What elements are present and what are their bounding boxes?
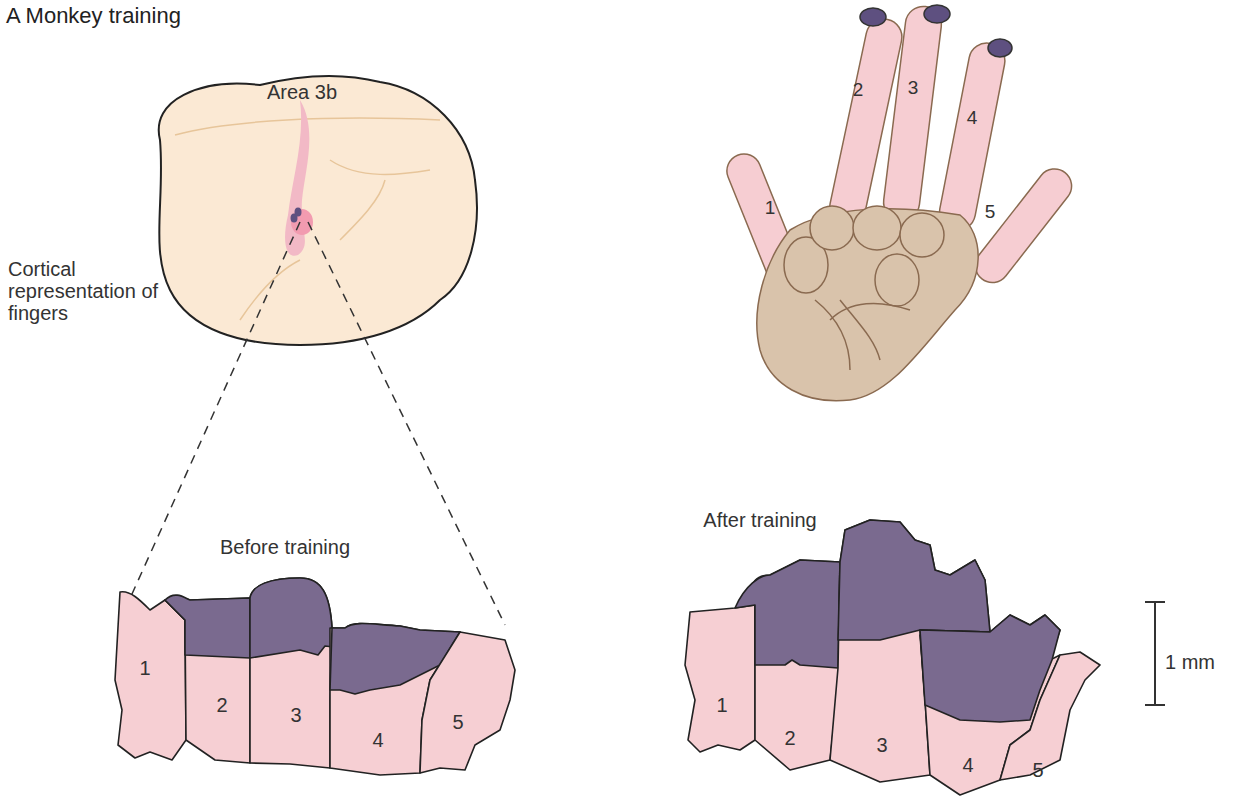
scale-bar xyxy=(1145,602,1165,705)
finger-number: 4 xyxy=(372,729,383,751)
finger-number: 5 xyxy=(452,711,463,733)
brain-outline xyxy=(159,76,477,345)
finger-map-before xyxy=(115,578,515,775)
map-heading: Before training xyxy=(220,536,350,558)
finger-number: 3 xyxy=(908,78,919,99)
hand xyxy=(722,4,1079,400)
finger-number: 2 xyxy=(853,80,864,101)
panel-title: A Monkey training xyxy=(6,4,181,28)
finger-number: 4 xyxy=(962,754,973,776)
finger-number: 3 xyxy=(290,704,301,726)
region-label: Cortical representation of fingers xyxy=(8,258,178,324)
map-heading: After training xyxy=(703,509,816,531)
finger-number: 5 xyxy=(985,202,996,223)
finger-number: 5 xyxy=(1032,759,1043,781)
finger-number: 1 xyxy=(765,198,776,219)
finger-number: 3 xyxy=(876,734,887,756)
zoom-line xyxy=(308,222,505,625)
finger-number: 4 xyxy=(967,108,978,129)
finger-number: 2 xyxy=(216,694,227,716)
finger-number: 1 xyxy=(139,657,150,679)
finger-number: 2 xyxy=(784,727,795,749)
finger-map-after xyxy=(685,520,1100,795)
scale-label: 1 mm xyxy=(1165,651,1215,673)
region-label: Area 3b xyxy=(267,81,337,103)
finger-number: 1 xyxy=(716,694,727,716)
